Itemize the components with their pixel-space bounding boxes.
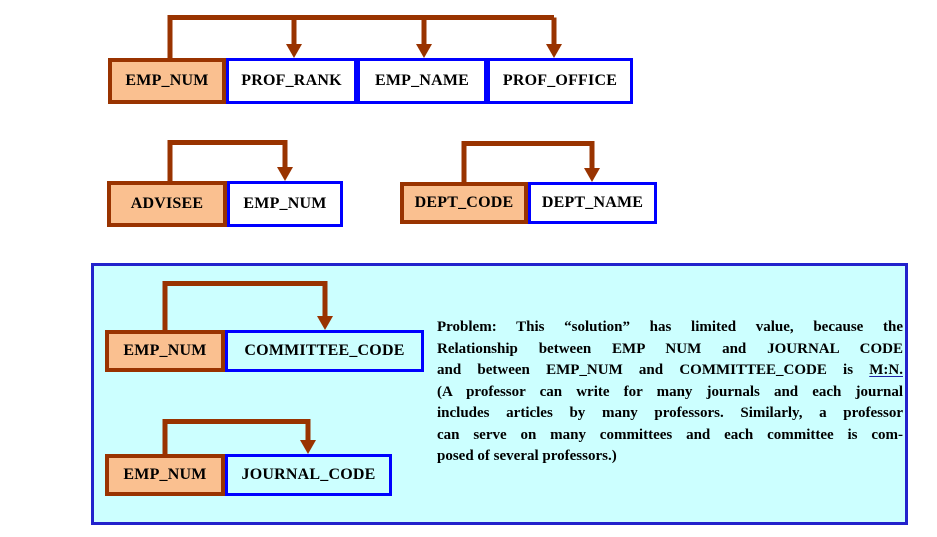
note-line-4: (A professor can write for many journals…	[437, 383, 903, 400]
mn-underlined-text: M:N.	[869, 362, 903, 378]
attr-label: JOURNAL_CODE	[241, 466, 376, 483]
attr-box-advisee: ADVISEE	[107, 181, 227, 227]
fd-arrow-dept	[461, 141, 600, 184]
note-line-6: can serve on many committees and each co…	[437, 426, 903, 443]
attr-label: EMP_NUM	[243, 195, 327, 212]
attr-box-prof-office: PROF_OFFICE	[487, 58, 633, 104]
fd-arrowheads-prof	[286, 44, 562, 58]
attr-label: EMP_NUM	[123, 466, 207, 483]
note-line-7: posed of several professors.)	[437, 448, 617, 464]
attr-box-emp-num-3: EMP_NUM	[105, 330, 225, 372]
note-line-5: includes articles by many professors. Si…	[437, 405, 903, 421]
attr-box-committee-code: COMMITTEE_CODE	[225, 330, 424, 372]
note-line-2: Relationship between EMP NUM and JOURNAL…	[437, 340, 903, 357]
note-line-3-text: and between EMP_NUM and COMMITTEE_CODE i…	[437, 362, 854, 378]
attr-box-emp-num-1: EMP_NUM	[108, 58, 226, 104]
attr-box-emp-name: EMP_NAME	[357, 58, 487, 104]
attr-box-dept-name: DEPT_NAME	[528, 182, 657, 224]
attr-label: ADVISEE	[130, 195, 204, 212]
attr-box-dept-code: DEPT_CODE	[400, 182, 528, 224]
attr-label: EMP_NUM	[125, 72, 209, 89]
fd-arrow-advisee	[167, 140, 293, 183]
attr-label: DEPT_NAME	[541, 194, 644, 211]
problem-note: Problem: This “solution” has limited val…	[437, 317, 903, 468]
attr-box-emp-num-2: EMP_NUM	[227, 181, 343, 227]
attr-box-prof-rank: PROF_RANK	[226, 58, 357, 104]
attr-label: COMMITTEE_CODE	[244, 342, 405, 359]
fd-arrow-prof	[167, 15, 557, 62]
attr-label: DEPT_CODE	[414, 194, 514, 211]
attr-label: EMP_NAME	[374, 72, 470, 89]
attr-label: EMP_NUM	[123, 342, 207, 359]
attr-box-journal-code: JOURNAL_CODE	[225, 454, 392, 496]
attr-box-emp-num-4: EMP_NUM	[105, 454, 225, 496]
note-line-3: and between EMP_NUM and COMMITTEE_CODE i…	[437, 360, 903, 382]
attr-label: PROF_RANK	[241, 72, 342, 89]
note-line-1: Problem: This “solution” has limited val…	[437, 319, 903, 335]
attr-label: PROF_OFFICE	[502, 72, 618, 89]
